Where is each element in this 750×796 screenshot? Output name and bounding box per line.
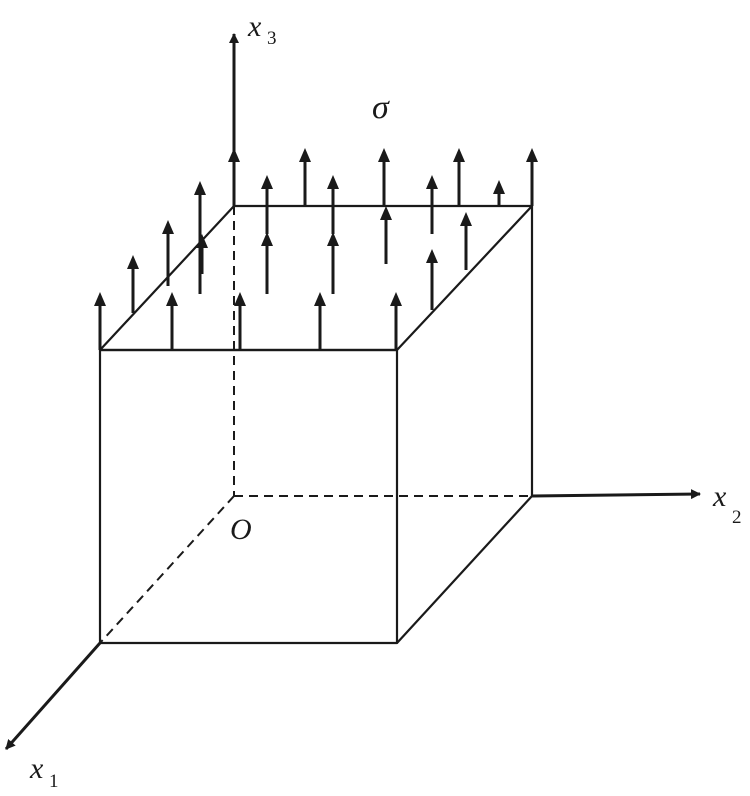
stress-arrow-head: [261, 175, 273, 189]
stress-arrow-head: [390, 292, 402, 306]
stress-arrow-head: [327, 232, 339, 246]
x2-axis-label: x: [712, 480, 727, 513]
stress-arrow-head: [426, 175, 438, 189]
stress-arrow-head: [228, 148, 240, 162]
stress-arrow-head: [127, 255, 139, 269]
stress-arrow-head: [460, 212, 472, 226]
stress-arrow-head: [196, 234, 208, 248]
cube-right-bottom-edge: [396, 495, 533, 644]
stress-arrow-head: [194, 181, 206, 195]
cube-front-face: [98, 348, 399, 645]
stress-arrow-head: [453, 148, 465, 162]
stress-arrow-head: [380, 206, 392, 220]
x3-axis-label: x: [247, 10, 262, 43]
x1-axis-label: x: [29, 752, 44, 785]
x3-axis-subscript: 3: [267, 28, 277, 49]
stress-arrow-head: [162, 220, 174, 234]
stress-arrows: [94, 148, 538, 350]
stress-arrow-head: [493, 180, 505, 194]
stress-arrow-head: [426, 249, 438, 263]
stress-arrow-head: [314, 292, 326, 306]
x2-axis: [531, 489, 701, 500]
stress-arrow-head: [166, 292, 178, 306]
stress-arrow-head: [378, 148, 390, 162]
hidden-edges: [99, 206, 532, 644]
stress-arrow-head: [94, 292, 106, 306]
stress-arrow-head: [261, 232, 273, 246]
axes: [4, 33, 701, 750]
stress-arrow-head: [526, 148, 538, 162]
origin-label: O: [230, 513, 252, 546]
x2-axis-subscript: 2: [732, 507, 742, 528]
stress-label: σ: [372, 89, 390, 126]
stress-arrow-head: [299, 148, 311, 162]
stress-arrow-head: [234, 292, 246, 306]
stress-arrow-head: [327, 175, 339, 189]
hidden-edge-x1: [99, 495, 235, 644]
x1-axis: [4, 642, 102, 750]
cube-edges: [98, 204, 534, 645]
x1-axis-subscript: 1: [49, 771, 59, 792]
